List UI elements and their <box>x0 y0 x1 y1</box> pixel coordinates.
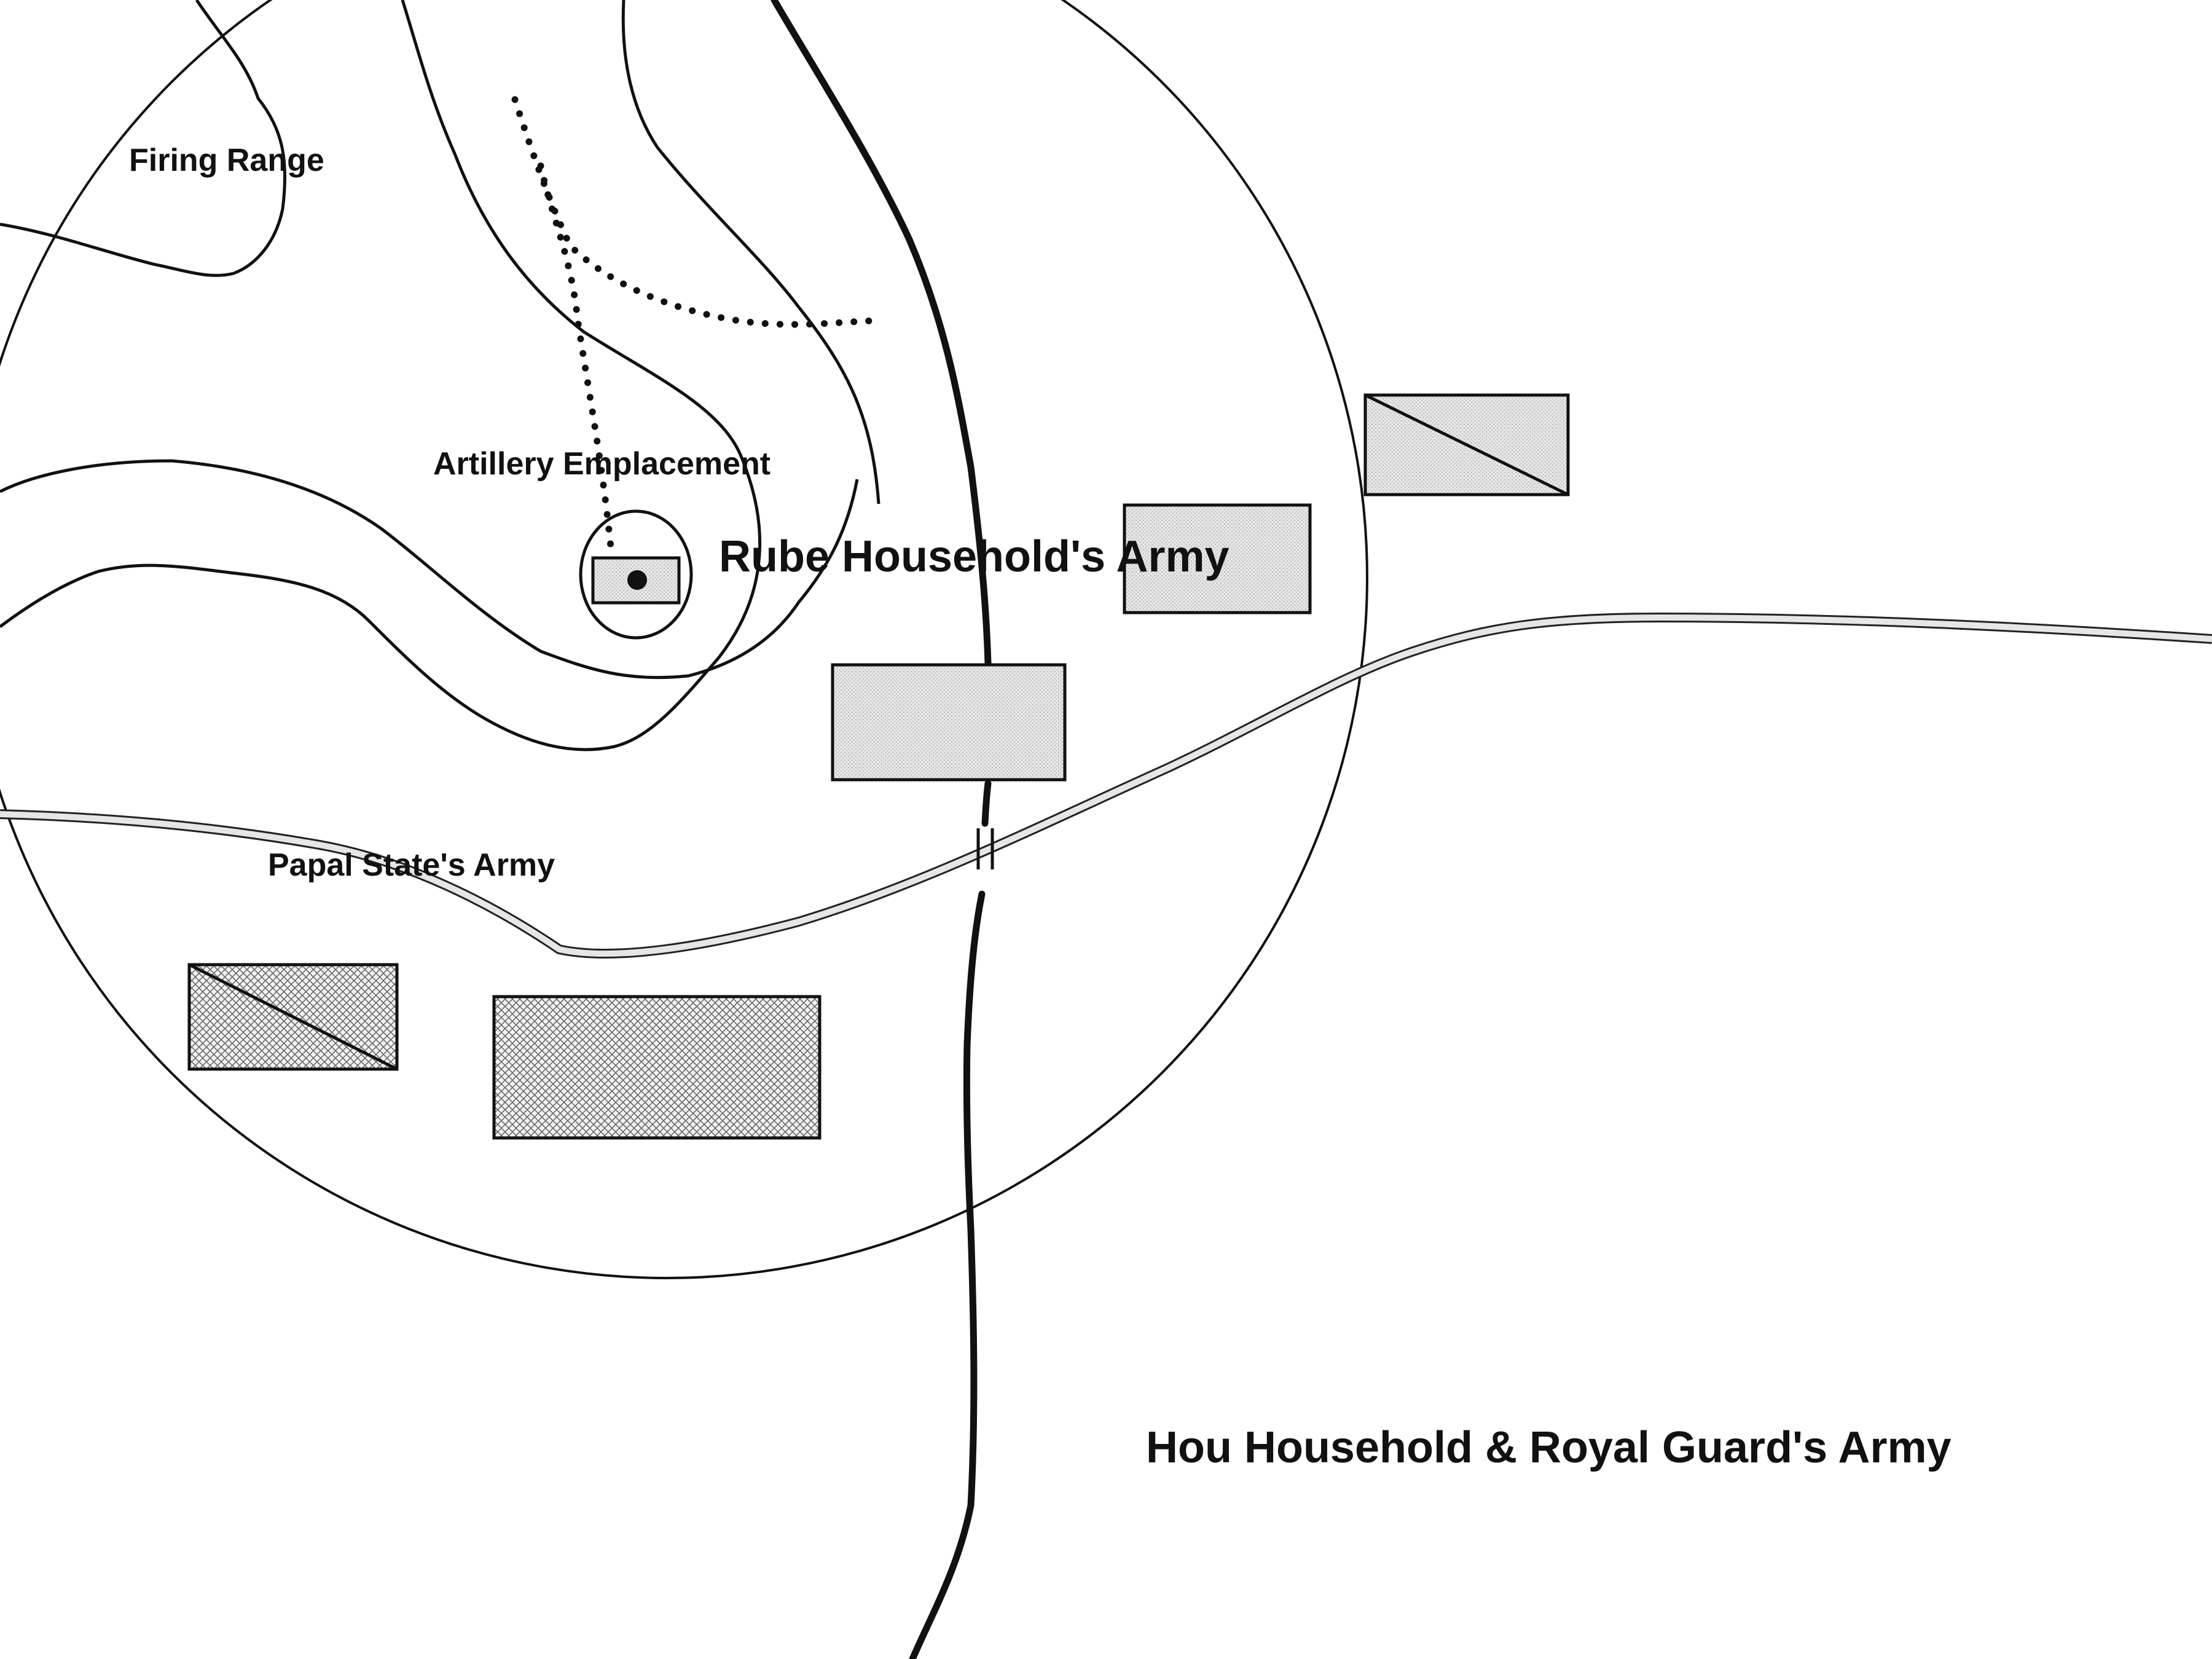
rube-cavalry-unit <box>1363 393 1570 496</box>
river <box>771 0 992 1659</box>
contour-1 <box>0 0 762 751</box>
papal-infantry-unit <box>492 995 822 1140</box>
rube-army-units <box>831 393 1570 782</box>
label-rube-army: Rube Household's Army <box>719 532 1230 581</box>
label-hou-army: Hou Household & Royal Guard's Army <box>1146 1423 1951 1472</box>
label-artillery-emplacement: Artillery Emplacement <box>433 446 771 482</box>
contour-2 <box>621 0 880 504</box>
rube-unit-center <box>1123 503 1312 614</box>
label-papal-army: Papal State's Army <box>268 847 555 883</box>
road <box>0 612 2212 959</box>
dotted-trails <box>511 96 876 557</box>
zone-circle <box>0 0 1368 1279</box>
papal-army-units <box>187 963 822 1140</box>
contour-lines <box>0 0 880 751</box>
trail-to-artillery <box>537 162 615 557</box>
contour-firing-range <box>0 0 287 277</box>
contour-hilltop <box>579 509 693 640</box>
trail-north <box>511 96 876 328</box>
rube-unit-west <box>831 663 1067 782</box>
contour-3 <box>0 459 859 680</box>
label-firing-range: Firing Range <box>129 143 324 178</box>
papal-cavalry-unit <box>187 963 399 1071</box>
bridge-icon <box>976 828 994 869</box>
artillery-icon <box>591 556 681 605</box>
